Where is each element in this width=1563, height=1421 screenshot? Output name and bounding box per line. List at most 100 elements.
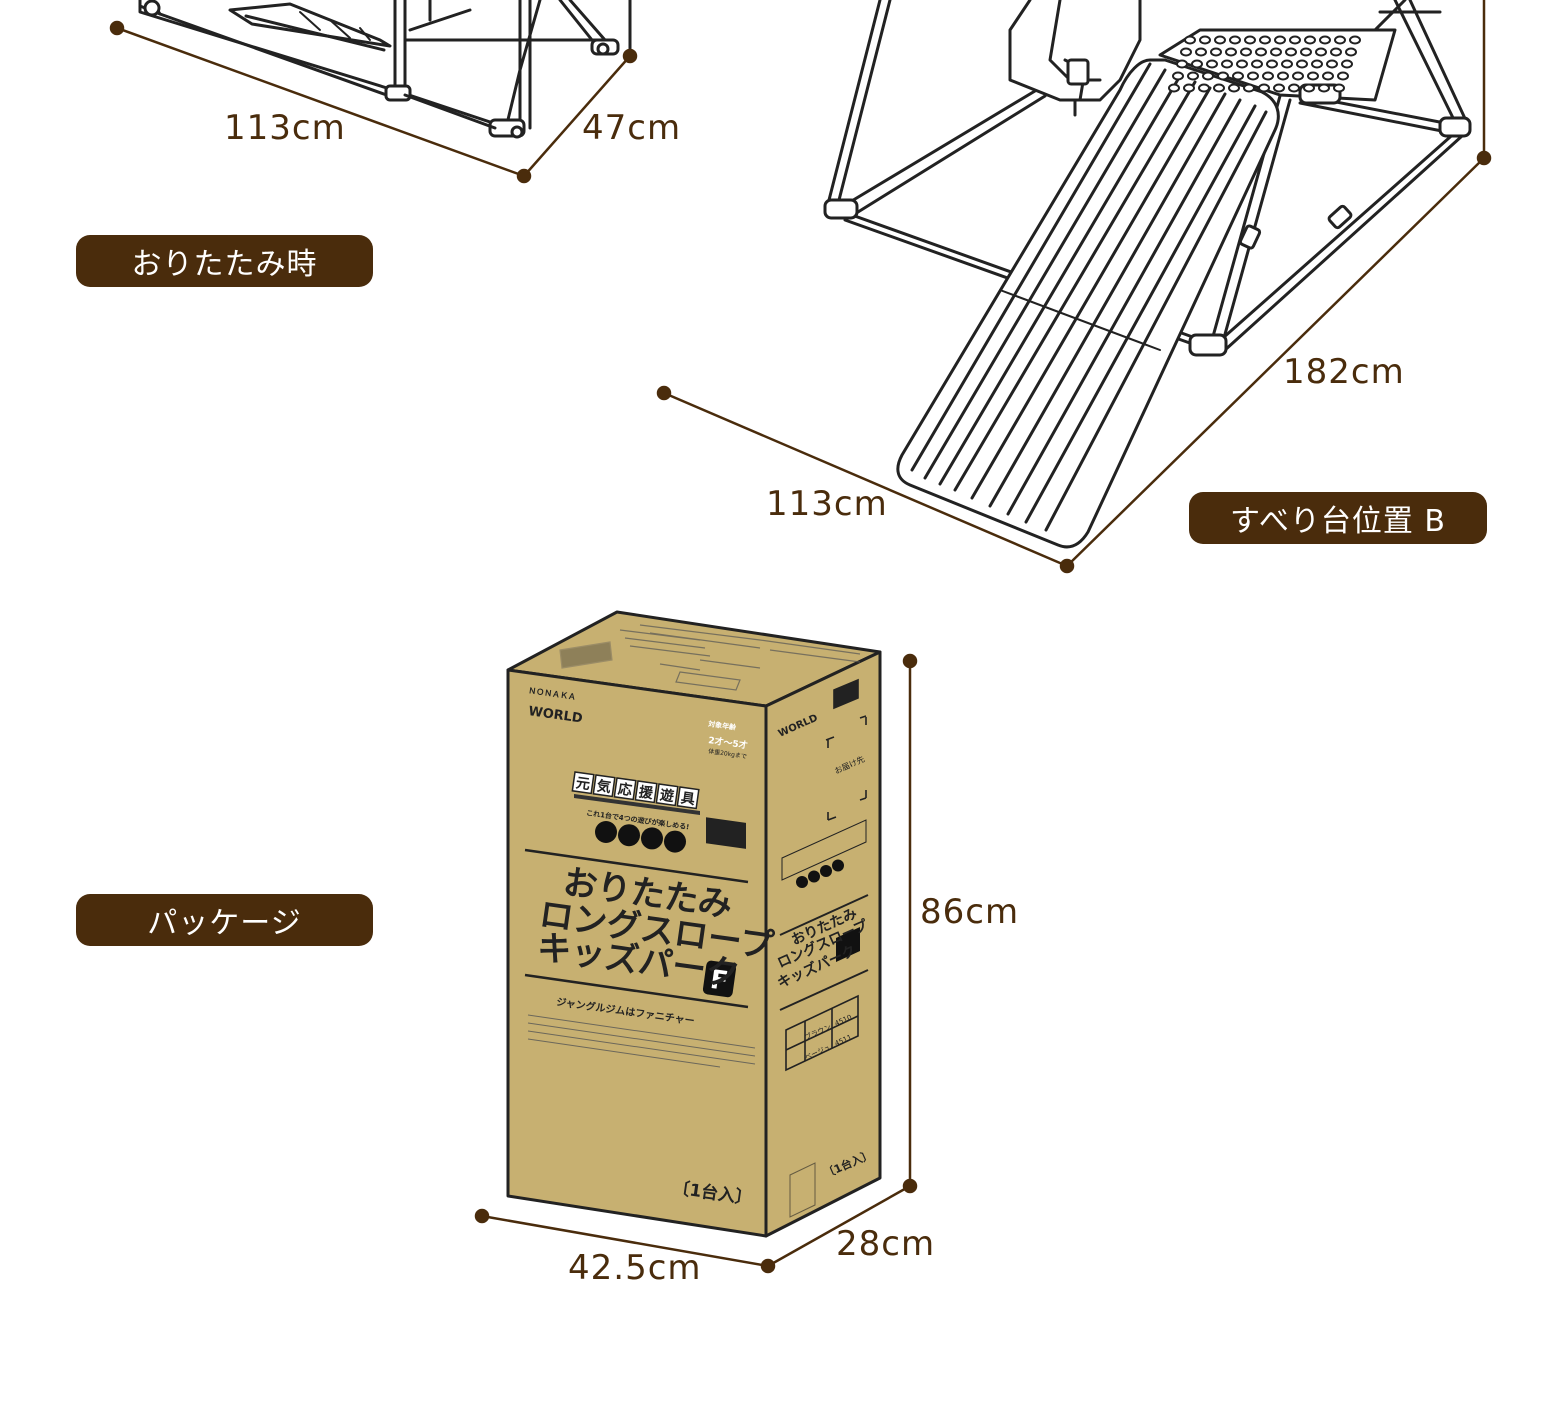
platform-hole xyxy=(1251,59,1263,69)
dim-pkg-width: 42.5cm xyxy=(568,1248,702,1288)
feature-icon xyxy=(595,821,617,843)
platform-hole xyxy=(1240,47,1252,57)
platform-hole xyxy=(1191,59,1203,69)
platform-hole xyxy=(1195,47,1207,57)
platform-hole xyxy=(1262,71,1274,81)
platform-hole xyxy=(1319,35,1331,45)
platform-hole xyxy=(1303,83,1315,93)
platform-hole xyxy=(1318,83,1330,93)
box-top-print xyxy=(559,624,861,691)
dim-folded-depth: 47cm xyxy=(582,108,682,148)
box-side-print xyxy=(779,678,869,1218)
platform-hole xyxy=(1198,83,1210,93)
feature-icon xyxy=(641,827,663,850)
platform-hole xyxy=(1244,35,1256,45)
feature-icon xyxy=(664,830,686,853)
label-folded: おりたたみ時 xyxy=(76,235,373,287)
platform-hole xyxy=(1213,83,1225,93)
tagline-char-box: 元 xyxy=(571,771,595,795)
platform-hole xyxy=(1333,83,1345,93)
platform-hole xyxy=(1258,83,1270,93)
platform-hole xyxy=(1168,83,1180,93)
platform-hole xyxy=(1349,35,1361,45)
side-feature-icons xyxy=(796,859,844,888)
platform-hole xyxy=(1285,47,1297,57)
svg-text:援: 援 xyxy=(638,783,655,802)
tagline-char-box: 具 xyxy=(676,786,700,810)
platform-hole xyxy=(1304,35,1316,45)
platform-hole xyxy=(1199,35,1211,45)
feature-icons xyxy=(595,821,686,853)
tagline-boxes: 元気応援遊具 xyxy=(571,771,700,815)
tagline-char-box: 気 xyxy=(592,774,616,798)
platform-hole xyxy=(1221,59,1233,69)
platform-hole xyxy=(1255,47,1267,57)
platform-hole xyxy=(1345,47,1357,57)
platform-hole xyxy=(1322,71,1334,81)
title-badge-letter: F xyxy=(708,965,730,997)
label-package: パッケージ xyxy=(76,894,373,946)
platform-hole xyxy=(1176,59,1188,69)
platform-holes xyxy=(1168,35,1361,93)
platform-hole xyxy=(1228,83,1240,93)
slide-playset-drawing xyxy=(823,0,1472,549)
platform-hole xyxy=(1337,71,1349,81)
platform-hole xyxy=(1300,47,1312,57)
platform-hole xyxy=(1307,71,1319,81)
platform-hole xyxy=(1232,71,1244,81)
platform-hole xyxy=(1311,59,1323,69)
dim-slide-length: 182cm xyxy=(1283,352,1405,392)
platform-hole xyxy=(1243,83,1255,93)
tagline-char-box: 応 xyxy=(613,777,637,801)
platform-hole xyxy=(1180,47,1192,57)
title-badge: F xyxy=(702,960,737,998)
platform-hole xyxy=(1259,35,1271,45)
platform-hole xyxy=(1184,35,1196,45)
platform-hole xyxy=(1296,59,1308,69)
box-side-face xyxy=(764,650,882,1238)
side-feature-icon xyxy=(808,870,820,883)
svg-text:遊: 遊 xyxy=(659,786,675,805)
dim-folded-width: 113cm xyxy=(224,108,346,148)
package-dimension-lines xyxy=(474,653,918,1274)
svg-text:気: 気 xyxy=(596,777,612,796)
platform-hole xyxy=(1183,83,1195,93)
side-feature-icon xyxy=(796,876,808,888)
tagline-underline xyxy=(574,794,700,815)
platform-hole xyxy=(1330,47,1342,57)
platform-hole xyxy=(1210,47,1222,57)
platform-hole xyxy=(1217,71,1229,81)
folded-playset-drawing xyxy=(138,0,632,139)
platform-hole xyxy=(1289,35,1301,45)
side-feature-icon xyxy=(820,865,832,877)
slide-dimension-lines xyxy=(656,0,1492,574)
platform-hole xyxy=(1273,83,1285,93)
platform-hole xyxy=(1266,59,1278,69)
svg-text:元: 元 xyxy=(575,775,591,793)
platform-hole xyxy=(1225,47,1237,57)
platform-hole xyxy=(1236,59,1248,69)
dim-pkg-height: 86cm xyxy=(920,892,1020,932)
svg-text:具: 具 xyxy=(679,790,696,808)
tagline-char-box: 遊 xyxy=(655,783,679,807)
platform-hole xyxy=(1247,71,1259,81)
platform-hole xyxy=(1187,71,1199,81)
platform-hole xyxy=(1334,35,1346,45)
label-slide-b: すべり台位置 B xyxy=(1189,492,1487,544)
platform-hole xyxy=(1288,83,1300,93)
platform-hole xyxy=(1292,71,1304,81)
side-feature-icon xyxy=(832,859,844,872)
folded-dimension-lines xyxy=(109,20,638,184)
platform-hole xyxy=(1214,35,1226,45)
platform-hole xyxy=(1202,71,1214,81)
platform-hole xyxy=(1341,59,1353,69)
platform-hole xyxy=(1274,35,1286,45)
platform-hole xyxy=(1281,59,1293,69)
platform-hole xyxy=(1315,47,1327,57)
platform-hole xyxy=(1229,35,1241,45)
dim-slide-width: 113cm xyxy=(766,484,888,524)
package-box: 元気応援遊具 F xyxy=(506,610,882,1238)
feature-icon xyxy=(618,824,640,847)
